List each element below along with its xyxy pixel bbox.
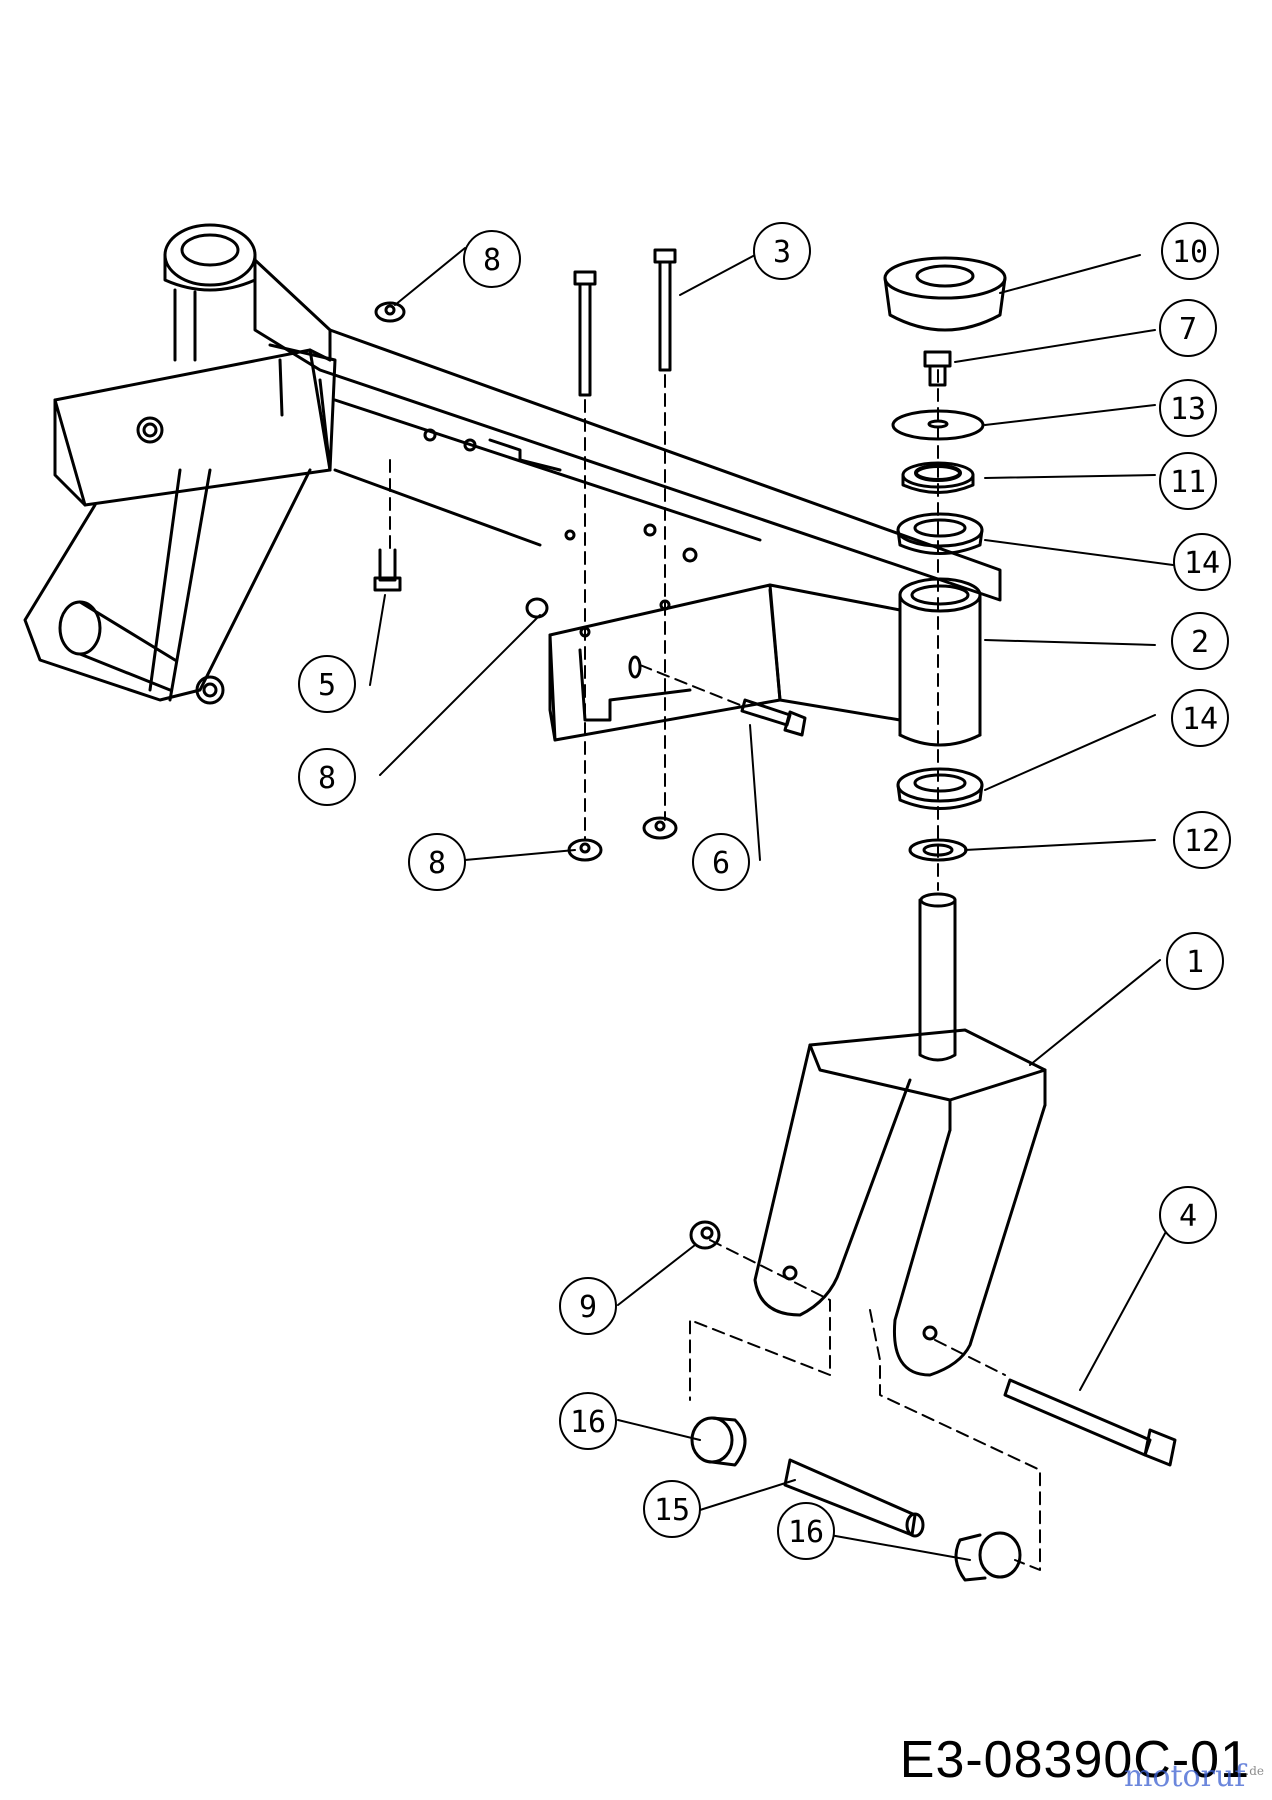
callout-14-bottom: 14 xyxy=(1171,689,1229,747)
bolt-5 xyxy=(373,548,402,592)
pivot-tube xyxy=(898,577,982,747)
callout-5: 5 xyxy=(298,655,356,713)
callout-8-mid: 8 xyxy=(298,748,356,806)
svg-text:16: 16 xyxy=(570,1405,606,1440)
drawing-code: E3-08390C-01 xyxy=(899,1731,1250,1789)
callout-8: 8 xyxy=(463,230,521,288)
svg-text:8: 8 xyxy=(318,761,336,796)
callout-14-top: 14 xyxy=(1173,533,1231,591)
svg-text:2: 2 xyxy=(1191,625,1209,660)
watermark-suffix: .de xyxy=(1245,1764,1264,1778)
nuts-8 xyxy=(374,301,678,862)
callout-8-bottom: 8 xyxy=(408,833,466,891)
callout-7: 7 xyxy=(1159,299,1217,357)
spacers-15-16 xyxy=(690,1416,1022,1582)
svg-text:14: 14 xyxy=(1184,546,1220,581)
watermark-logo: motoruf.de xyxy=(1124,1759,1264,1794)
svg-text:12: 12 xyxy=(1184,824,1220,859)
svg-text:14: 14 xyxy=(1182,702,1218,737)
axle-beam xyxy=(23,223,1002,742)
alignment-lines xyxy=(389,369,1041,1571)
svg-text:6: 6 xyxy=(712,846,730,881)
bearing-14-top xyxy=(896,512,984,555)
leader-lines xyxy=(369,247,1176,1561)
callout-10: 10 xyxy=(1161,222,1219,280)
nut-9 xyxy=(689,1220,721,1250)
callout-9: 9 xyxy=(559,1277,617,1335)
bolt-7 xyxy=(923,350,952,387)
long-bolts-3 xyxy=(573,248,677,397)
watermark-text: motoruf xyxy=(1123,1759,1246,1794)
callouts: 8 3 10 7 13 11 14 2 5 14 8 12 8 6 1 4 9 … xyxy=(298,222,1231,1560)
svg-text:9: 9 xyxy=(579,1290,597,1325)
svg-text:8: 8 xyxy=(483,243,501,278)
bolt-4 xyxy=(1003,1378,1177,1467)
svg-text:10: 10 xyxy=(1172,235,1208,270)
callout-16-left: 16 xyxy=(559,1392,617,1450)
caster-fork xyxy=(753,892,1047,1377)
callout-2: 2 xyxy=(1171,612,1229,670)
callout-11: 11 xyxy=(1159,452,1217,510)
dust-cap xyxy=(883,256,1007,332)
svg-text:16: 16 xyxy=(788,1515,824,1550)
svg-text:5: 5 xyxy=(318,668,336,703)
svg-text:1: 1 xyxy=(1186,945,1204,980)
svg-text:7: 7 xyxy=(1179,312,1197,347)
svg-text:8: 8 xyxy=(428,846,446,881)
callout-13: 13 xyxy=(1159,379,1217,437)
svg-text:3: 3 xyxy=(773,235,791,270)
callout-16-right: 16 xyxy=(777,1502,835,1560)
svg-text:15: 15 xyxy=(654,1493,690,1528)
bearing-14-bottom xyxy=(896,767,984,810)
svg-text:4: 4 xyxy=(1179,1199,1197,1234)
svg-text:13: 13 xyxy=(1170,392,1206,427)
callout-12: 12 xyxy=(1173,811,1231,869)
callout-6: 6 xyxy=(692,833,750,891)
bolt-6 xyxy=(740,698,807,737)
svg-text:11: 11 xyxy=(1170,465,1206,500)
callout-4: 4 xyxy=(1159,1186,1217,1244)
callout-15: 15 xyxy=(643,1480,701,1538)
callout-1: 1 xyxy=(1166,932,1224,990)
callout-3: 3 xyxy=(753,222,811,280)
